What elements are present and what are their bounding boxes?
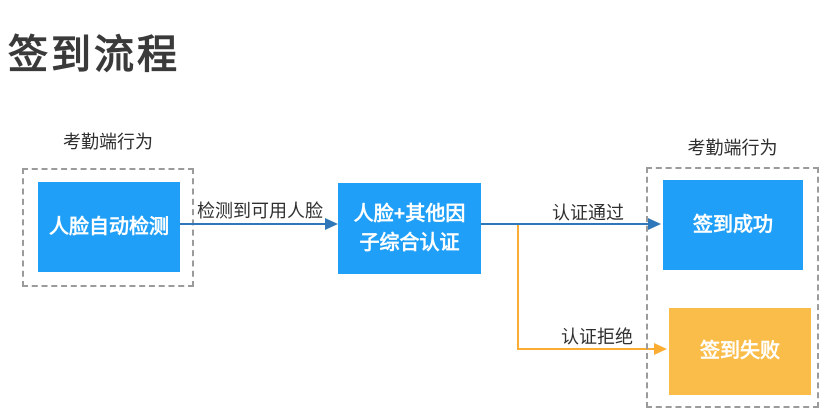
edge-line-auth-to-fail-vertical [517, 225, 519, 350]
group-boundary-right [646, 167, 819, 408]
group-boundary-left [22, 168, 194, 287]
edge-label-detect-to-auth: 检测到可用人脸 [197, 201, 323, 221]
node-checkin-success: 签到成功 [663, 180, 803, 270]
arrowhead-auth-to-success [648, 218, 661, 230]
page-title: 签到流程 [8, 33, 180, 77]
node-face-multi-factor-auth: 人脸+其他因子综合认证 [338, 183, 481, 274]
edge-line-detect-to-auth [180, 223, 326, 225]
arrowhead-detect-to-auth [325, 218, 338, 230]
arrowhead-auth-to-fail [654, 343, 667, 355]
node-checkin-fail: 签到失败 [669, 308, 811, 395]
edge-label-auth-to-success: 认证通过 [552, 203, 624, 223]
group-label-right: 考勤端行为 [687, 138, 778, 158]
node-face-auto-detect: 人脸自动检测 [38, 182, 180, 272]
group-label-left: 考勤端行为 [63, 132, 153, 152]
edge-label-auth-to-fail: 认证拒绝 [561, 327, 633, 347]
edge-line-auth-to-fail-horizontal [517, 348, 655, 350]
edge-line-auth-to-success [481, 223, 649, 225]
